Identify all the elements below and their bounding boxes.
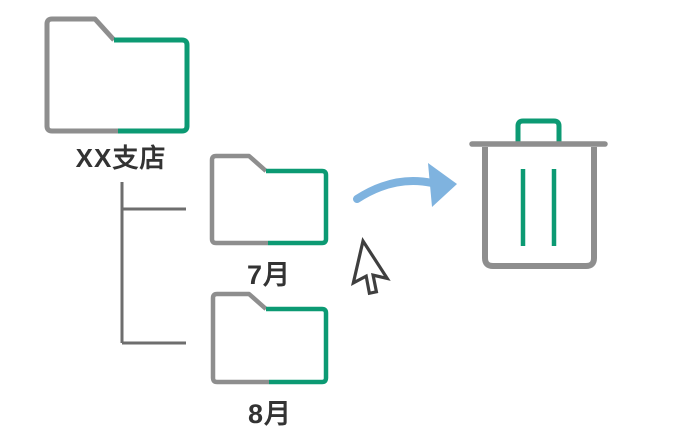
- tree-connector-lines: [120, 182, 186, 345]
- mouse-pointer-icon: [350, 236, 391, 296]
- july-folder-label: 7月: [246, 260, 292, 290]
- trash-icon: [469, 118, 608, 269]
- july-folder-icon: [209, 153, 329, 246]
- august-folder-label: 8月: [247, 399, 293, 429]
- parent-folder-icon: [44, 16, 190, 134]
- move-to-trash-arrow-icon: [353, 163, 457, 207]
- parent-folder-label: XX支店: [75, 143, 167, 173]
- august-folder-icon: [210, 291, 329, 385]
